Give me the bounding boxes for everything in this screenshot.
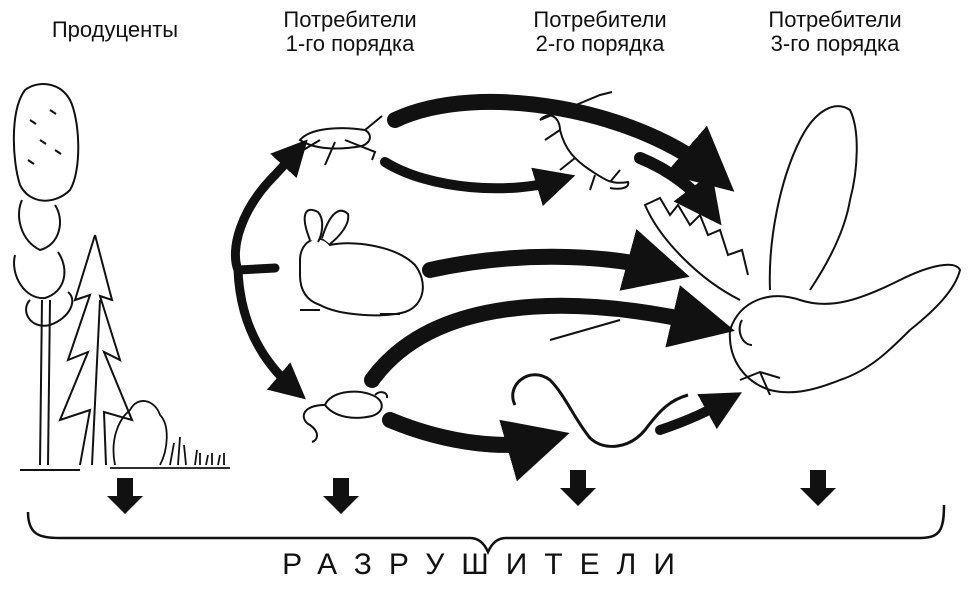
pine-tree-icon bbox=[60, 235, 132, 465]
down-arrow-consumers-3 bbox=[800, 470, 836, 506]
arrow-grasshopper-to-lizard bbox=[385, 162, 560, 188]
arrow-grasshopper-to-eagle bbox=[395, 102, 715, 175]
arrow-producer-branch bbox=[235, 175, 295, 390]
deciduous-tree-icon bbox=[14, 84, 80, 470]
down-arrow-consumers-1 bbox=[323, 478, 359, 514]
grasshopper-icon bbox=[290, 116, 382, 165]
arrow-mouse-to-snake bbox=[390, 420, 545, 445]
arrow-branch-top bbox=[275, 150, 298, 175]
mouse-icon bbox=[304, 392, 387, 442]
decomposers-brace bbox=[28, 505, 944, 552]
down-arrow-consumers-2 bbox=[560, 470, 596, 506]
down-arrow-producers bbox=[107, 478, 143, 514]
rabbit-icon bbox=[300, 210, 423, 316]
down-arrows bbox=[107, 470, 836, 514]
shrub-icon bbox=[110, 401, 230, 468]
arrow-rabbit-to-eagle bbox=[430, 257, 665, 270]
arrow-mouse-to-eagle bbox=[372, 306, 710, 380]
decomposers-label: РАЗРУШИТЕЛИ bbox=[0, 548, 974, 582]
